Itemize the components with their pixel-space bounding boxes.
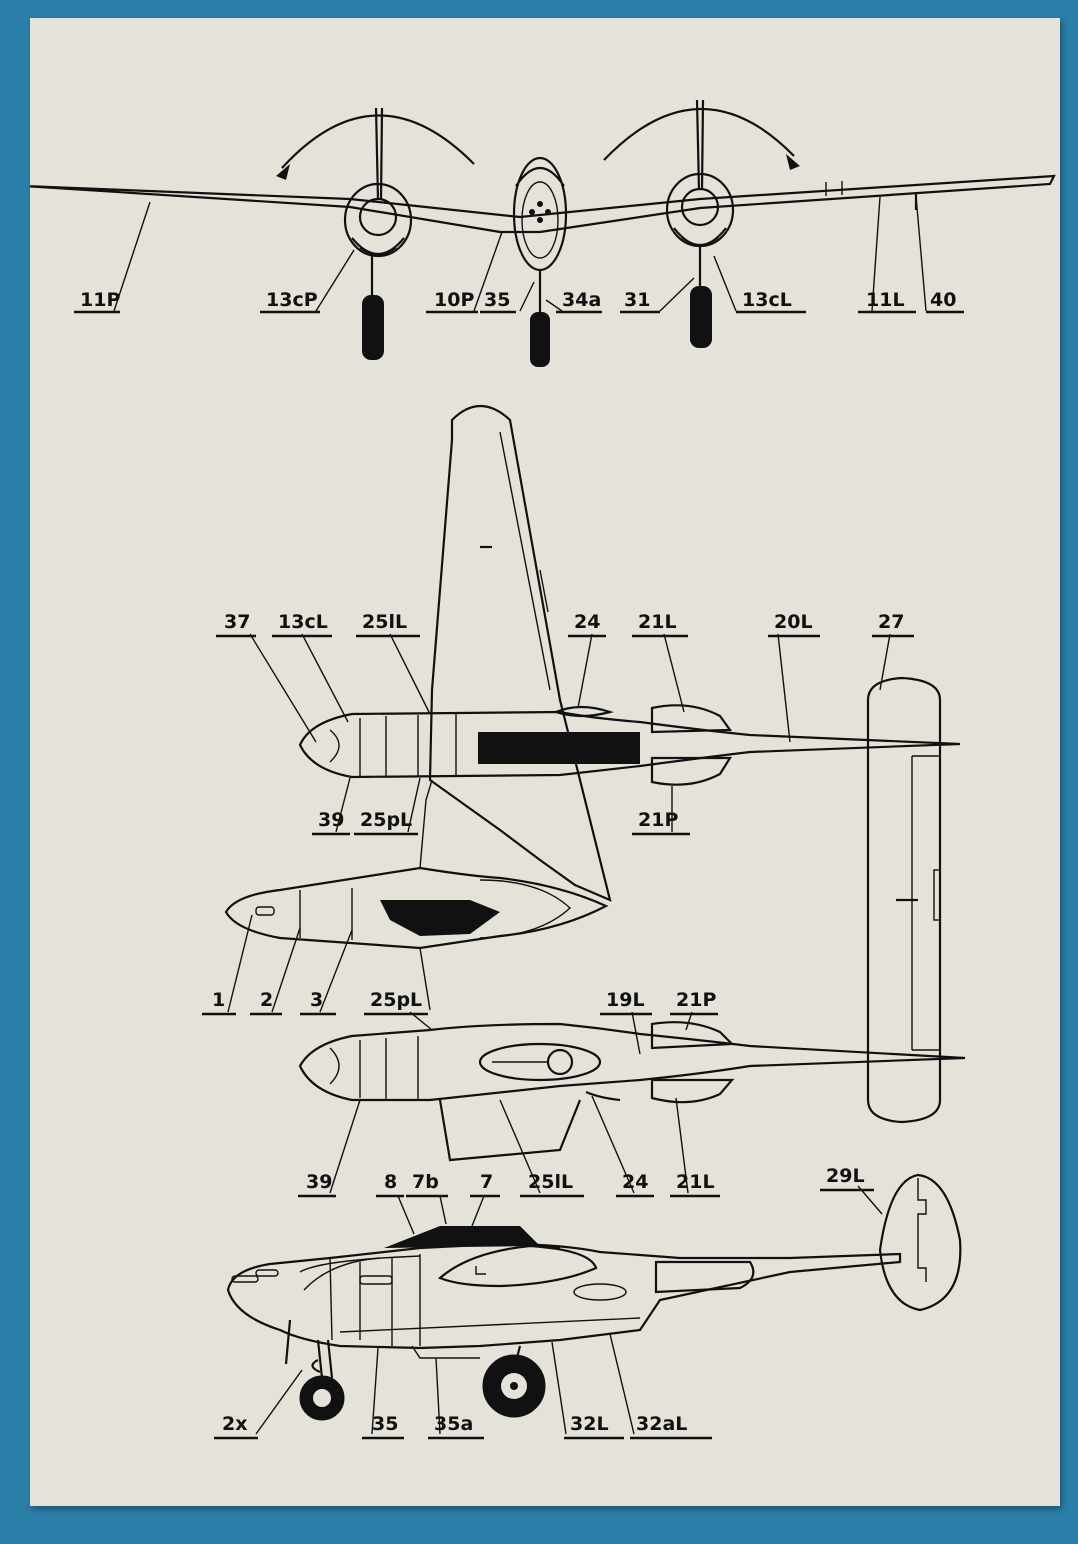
callout-24-top: 24 (574, 611, 600, 633)
callout-21L-top: 21L (638, 611, 677, 633)
callout-13cL-top: 13cL (278, 611, 328, 633)
callout-8: 8 (384, 1171, 397, 1193)
callout-37: 37 (224, 611, 250, 633)
callout-13cL-front: 13cL (742, 289, 792, 311)
callout-13cP: 13cP (266, 289, 318, 311)
callout-25pL-bottom: 25pL (370, 989, 422, 1011)
callout-31: 31 (624, 289, 650, 311)
callout-40: 40 (930, 289, 956, 311)
callout-21P-bottom: 21P (676, 989, 716, 1011)
callout-24-bottom: 24 (622, 1171, 648, 1193)
callout-21P-top: 21P (638, 809, 678, 831)
callout-39-top: 39 (318, 809, 344, 831)
callout-11P: 11P (80, 289, 120, 311)
callout-1: 1 (212, 989, 225, 1011)
callout-32aL: 32aL (636, 1413, 687, 1435)
callout-3: 3 (310, 989, 323, 1011)
callout-35-side: 35 (372, 1413, 398, 1435)
callout-35-front: 35 (484, 289, 510, 311)
callout-34a: 34a (562, 289, 601, 311)
callout-10P: 10P (434, 289, 474, 311)
callout-20L: 20L (774, 611, 813, 633)
callout-25pL-top: 25pL (360, 809, 412, 831)
callout-29L: 29L (826, 1165, 865, 1187)
callout-25lL-bottom: 25lL (528, 1171, 573, 1193)
callout-7: 7 (480, 1171, 493, 1193)
callout-35a: 35a (434, 1413, 473, 1435)
callout-2: 2 (260, 989, 273, 1011)
front-view: 11P 13cP 10P 35 34a 31 13cL 11L 40 (30, 99, 1056, 367)
callout-7b: 7b (412, 1171, 439, 1193)
callout-21L-bottom: 21L (676, 1171, 715, 1193)
callout-25lL-top: 25lL (362, 611, 407, 633)
callout-19L: 19L (606, 989, 645, 1011)
callout-39-bottom: 39 (306, 1171, 332, 1193)
callout-27: 27 (878, 611, 904, 633)
callout-2x: 2x (222, 1413, 247, 1435)
side-view: 8 7b 7 29L 2x 35 35a 32L 32aL (214, 1165, 962, 1440)
aircraft-assembly-diagram: 11P 13cP 10P 35 34a 31 13cL 11L 40 (30, 99, 1056, 1440)
paper-sheet: 11P 13cP 10P 35 34a 31 13cL 11L 40 (30, 18, 1060, 1506)
top-plan-view: 37 13cL 25lL 24 21L 20L 27 39 25pL 21P 1… (202, 405, 966, 1198)
callout-11L: 11L (866, 289, 905, 311)
callout-32L: 32L (570, 1413, 609, 1435)
